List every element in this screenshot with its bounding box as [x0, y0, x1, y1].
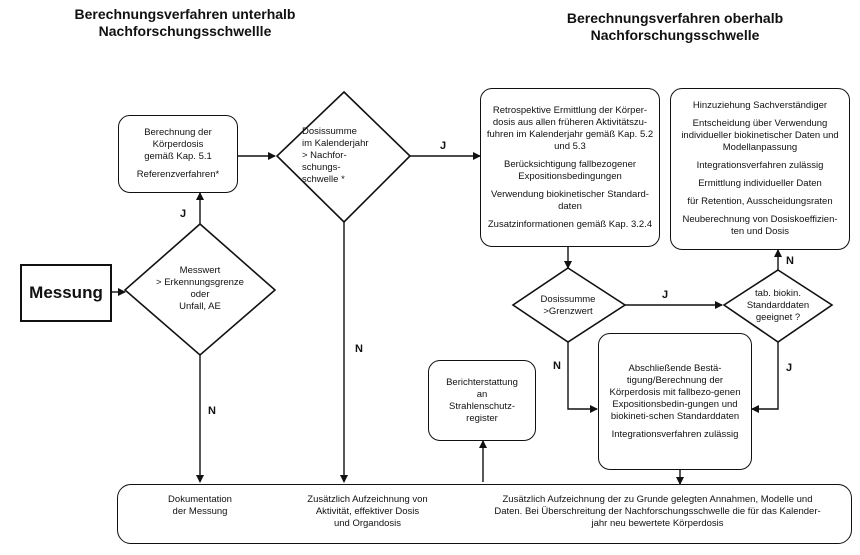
koerperdosis-line-3: gemäß Kap. 5.1: [144, 151, 212, 162]
retrospektive-box: Retrospektive Ermittlung der Körper-dosi…: [480, 88, 660, 247]
zusaetzlich-left-line-1: Zusätzlich Aufzeichnung von: [307, 494, 428, 505]
dosissumme-grenzwert-line-2: >Grenzwert: [543, 306, 593, 317]
dosissumme-kalender-line-3: > Nachfor-: [302, 150, 347, 161]
sachverstaendiger-line-6: Neuberechnung von Dosiskoeffizien-ten un…: [682, 214, 838, 237]
zusaetzlich-right-line-2: Daten. Bei Überschreitung der Nachforsch…: [494, 506, 821, 517]
dosissumme-kalender-line-5: schwelle *: [302, 174, 345, 185]
dosissumme-grenzwert-text: Dosissumme >Grenzwert: [528, 294, 608, 318]
berichterstattung-line-4: register: [466, 412, 498, 424]
heading-above-line-1: Berechnungsverfahren oberhalb: [566, 10, 784, 26]
heading-above-threshold: Berechnungsverfahren oberhalb Nachforsch…: [545, 10, 805, 44]
tab-biokin-line-2: Standarddaten: [746, 300, 810, 311]
sachverstaendiger-box: Hinzuziehung Sachverständiger Entscheidu…: [670, 88, 850, 250]
sachverstaendiger-line-4: Ermittlung individueller Daten: [698, 178, 822, 189]
decision-dosissumme-grenzwert: [511, 267, 627, 343]
zusaetzlich-right-text: Zusätzlich Aufzeichnung der zu Grunde ge…: [470, 494, 845, 530]
heading-below-threshold: Berechnungsverfahren unterhalb Nachforsc…: [50, 6, 320, 40]
edge-label-j-grenzwert: J: [662, 289, 669, 301]
koerperdosis-line-1: Berechnung der: [144, 127, 212, 138]
retrospektive-line-3: Verwendung biokinetischer Standard-daten: [491, 188, 649, 212]
decision-tab-biokin: [722, 269, 834, 343]
koerperdosis-line-2: Körperdosis: [152, 139, 204, 150]
edge-label-j-dosissumme-kalender: J: [440, 140, 447, 152]
retrospektive-line-1: Retrospektive Ermittlung der Körper-dosi…: [486, 104, 654, 152]
berichterstattung-box: Berichterstattung an Strahlenschutz- reg…: [428, 360, 536, 441]
abschliessende-box: Abschließende Bestä-tigung/Berechnung de…: [598, 333, 752, 470]
edge-label-n-grenzwert: N: [553, 360, 561, 372]
messwert-line-2: > Erkennungsgrenze: [156, 277, 244, 288]
dosissumme-kalender-text: Dosissumme im Kalenderjahr > Nachfor- sc…: [302, 126, 387, 186]
zusaetzlich-right-line-1: Zusätzlich Aufzeichnung der zu Grunde ge…: [502, 494, 813, 505]
tab-biokin-line-3: geeignet ?: [755, 312, 801, 323]
decision-messwert: [123, 222, 277, 357]
dosissumme-kalender-line-4: schungs-: [302, 162, 341, 173]
sachverstaendiger-line-2: Entscheidung über Verwendung individuell…: [681, 118, 839, 153]
messung-label: Messung: [29, 283, 103, 302]
abschliessende-line-1: Abschließende Bestä-tigung/Berechnung de…: [609, 362, 741, 422]
sachverstaendiger-line-1: Hinzuziehung Sachverständiger: [692, 100, 828, 111]
retrospektive-line-2: Berücksichtigung fallbezogener Expositio…: [503, 158, 637, 182]
koerperdosis-line-4: Referenzverfahren*: [136, 169, 220, 180]
edge-label-j-messwert: J: [180, 208, 187, 220]
messwert-text: Messwert > Erkennungsgrenze oder Unfall,…: [145, 265, 255, 313]
dosissumme-kalender-line-1: Dosissumme: [302, 126, 357, 137]
messwert-line-1: Messwert: [179, 265, 221, 276]
documentation-bar: [117, 484, 852, 544]
berichterstattung-line-1: Berichterstattung: [446, 376, 518, 388]
sachverstaendiger-line-3: Integrationsverfahren zulässig: [696, 160, 824, 171]
berichterstattung-line-3: Strahlenschutz-: [448, 400, 515, 412]
dosissumme-kalender-line-2: im Kalenderjahr: [302, 138, 369, 149]
heading-below-line-2: Nachforschungsschwellle: [98, 23, 272, 39]
dokumentation-line-2: der Messung: [172, 506, 228, 517]
dokumentation-text: Dokumentation der Messung: [140, 494, 260, 518]
heading-above-line-2: Nachforschungsschwelle: [590, 27, 760, 43]
sachverstaendiger-line-5: für Retention, Ausscheidungsraten: [687, 196, 833, 207]
edge-label-n-messwert: N: [208, 405, 216, 417]
heading-below-line-1: Berechnungsverfahren unterhalb: [74, 6, 296, 22]
edge-label-n-dosissumme-kalender: N: [355, 343, 363, 355]
messwert-line-4: Unfall, AE: [179, 301, 221, 312]
messung-box: Messung: [20, 264, 112, 322]
zusaetzlich-left-line-3: und Organdosis: [333, 518, 402, 529]
decision-dosissumme-kalenderjahr: [275, 90, 412, 224]
berichterstattung-line-2: an: [476, 388, 488, 400]
abschliessende-line-2: Integrationsverfahren zulässig: [611, 428, 739, 440]
koerperdosis-box: Berechnung der Körperdosis gemäß Kap. 5.…: [118, 115, 238, 193]
edge-label-j-tab-biokin: J: [786, 362, 793, 374]
zusaetzlich-right-line-3: jahr neu bewertete Körperdosis: [591, 518, 724, 529]
dosissumme-grenzwert-line-1: Dosissumme: [540, 294, 596, 305]
tab-biokin-line-1: tab. biokin.: [755, 288, 801, 299]
tab-biokin-text: tab. biokin. Standarddaten geeignet ?: [738, 288, 818, 324]
messwert-line-3: oder: [190, 289, 210, 300]
zusaetzlich-left-text: Zusätzlich Aufzeichnung von Aktivität, e…: [285, 494, 450, 530]
retrospektive-line-4: Zusatzinformationen gemäß Kap. 3.2.4: [487, 218, 653, 230]
zusaetzlich-left-line-2: Aktivität, effektiver Dosis: [315, 506, 420, 517]
dokumentation-line-1: Dokumentation: [168, 494, 232, 505]
edge-label-n-tab-biokin: N: [786, 255, 794, 267]
